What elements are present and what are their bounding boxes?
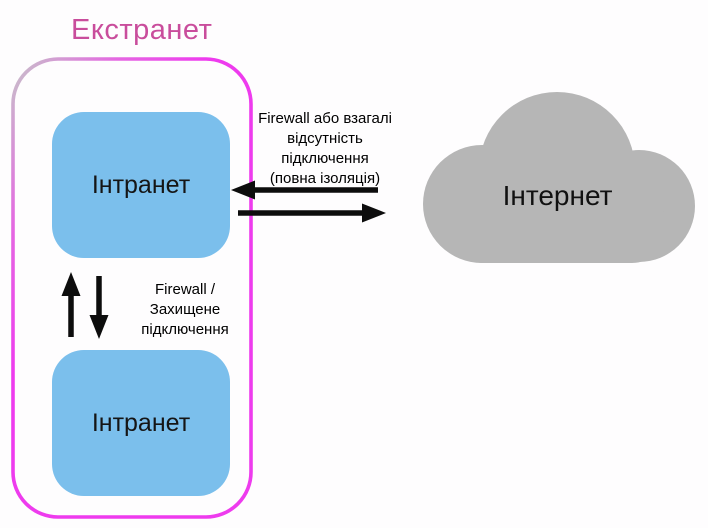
arrow-left-icon [231, 180, 378, 200]
firewall-isolation-line-1: Firewall або взагалі [258, 110, 392, 127]
firewall-protected-line-3: підключення [141, 321, 229, 338]
intranet-box-top: Інтранет [52, 112, 230, 258]
intranet-box-top-label: Інтранет [91, 170, 191, 199]
arrow-up-icon [61, 272, 81, 337]
internet-label: Інтернет [502, 180, 613, 211]
firewall-isolation-line-3: підключення [281, 150, 369, 167]
intranet-box-bottom-label: Інтранет [91, 408, 191, 437]
firewall-protected-line-2: Захищене [149, 301, 221, 318]
arrow-right-icon [238, 203, 386, 223]
firewall-isolation-label: Firewall або взагалі відсутність підключ… [250, 109, 400, 189]
extranet-title: Екстранет [71, 14, 213, 46]
firewall-isolation-line-4: (повна ізоляція) [269, 170, 381, 187]
firewall-isolation-line-2: відсутність [287, 130, 363, 147]
arrow-down-icon [89, 276, 109, 339]
firewall-protected-label: Firewall / Захищене підключення [126, 280, 244, 340]
intranet-box-bottom: Інтранет [52, 350, 230, 496]
internet-cloud [423, 92, 695, 263]
firewall-protected-line-1: Firewall / [154, 281, 215, 298]
extranet-boundary [11, 57, 253, 519]
